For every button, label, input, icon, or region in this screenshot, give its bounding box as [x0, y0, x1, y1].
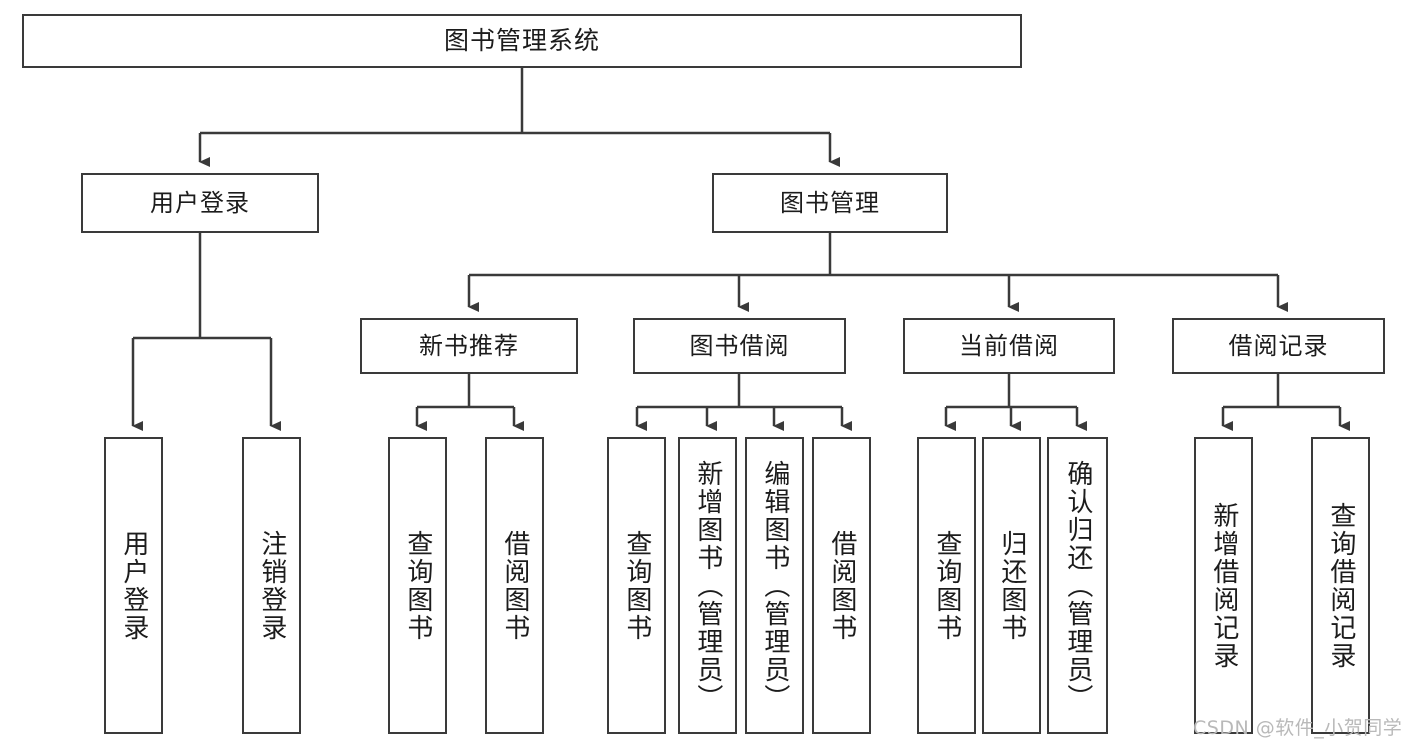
leaf-borrow-borrow-book[interactable]: 借阅图书 — [812, 437, 871, 734]
node-borrow-record[interactable]: 借阅记录 — [1172, 318, 1385, 374]
leaf-label: 新增图书（管理员） — [692, 459, 723, 712]
leaf-label: 编辑图书（管理员） — [759, 459, 790, 712]
watermark: CSDN @软件_小贺同学 — [1193, 717, 1403, 739]
node-root-system[interactable]: 图书管理系统 — [22, 14, 1022, 68]
leaf-label: 新增借阅记录 — [1208, 501, 1239, 670]
node-current-borrow[interactable]: 当前借阅 — [903, 318, 1115, 374]
node-new-book-recommend[interactable]: 新书推荐 — [360, 318, 578, 374]
leaf-current-return-book[interactable]: 归还图书 — [982, 437, 1041, 734]
node-book-management[interactable]: 图书管理 — [712, 173, 948, 233]
leaf-label: 归还图书 — [996, 529, 1027, 642]
leaf-new-book-query[interactable]: 查询图书 — [388, 437, 447, 734]
leaf-label: 确认归还（管理员） — [1062, 459, 1093, 712]
leaf-label: 查询图书 — [621, 529, 652, 642]
leaf-record-add[interactable]: 新增借阅记录 — [1194, 437, 1253, 734]
leaf-borrow-query-book[interactable]: 查询图书 — [607, 437, 666, 734]
leaf-label: 查询借阅记录 — [1325, 501, 1356, 670]
leaf-label: 注销登录 — [256, 529, 287, 642]
leaf-label: 借阅图书 — [499, 529, 530, 642]
leaf-label: 借阅图书 — [826, 529, 857, 642]
leaf-borrow-edit-book[interactable]: 编辑图书（管理员） — [745, 437, 804, 734]
leaf-borrow-add-book[interactable]: 新增图书（管理员） — [678, 437, 737, 734]
leaf-label: 查询图书 — [931, 529, 962, 642]
node-user-login[interactable]: 用户登录 — [81, 173, 319, 233]
leaf-label: 查询图书 — [402, 529, 433, 642]
leaf-current-confirm-return[interactable]: 确认归还（管理员） — [1047, 437, 1108, 734]
leaf-record-query[interactable]: 查询借阅记录 — [1311, 437, 1370, 734]
leaf-user-login-logout[interactable]: 注销登录 — [242, 437, 301, 734]
leaf-current-query-book[interactable]: 查询图书 — [917, 437, 976, 734]
leaf-label: 用户登录 — [118, 529, 149, 642]
node-book-borrow[interactable]: 图书借阅 — [633, 318, 846, 374]
leaf-new-book-borrow[interactable]: 借阅图书 — [485, 437, 544, 734]
leaf-user-login-login[interactable]: 用户登录 — [104, 437, 163, 734]
